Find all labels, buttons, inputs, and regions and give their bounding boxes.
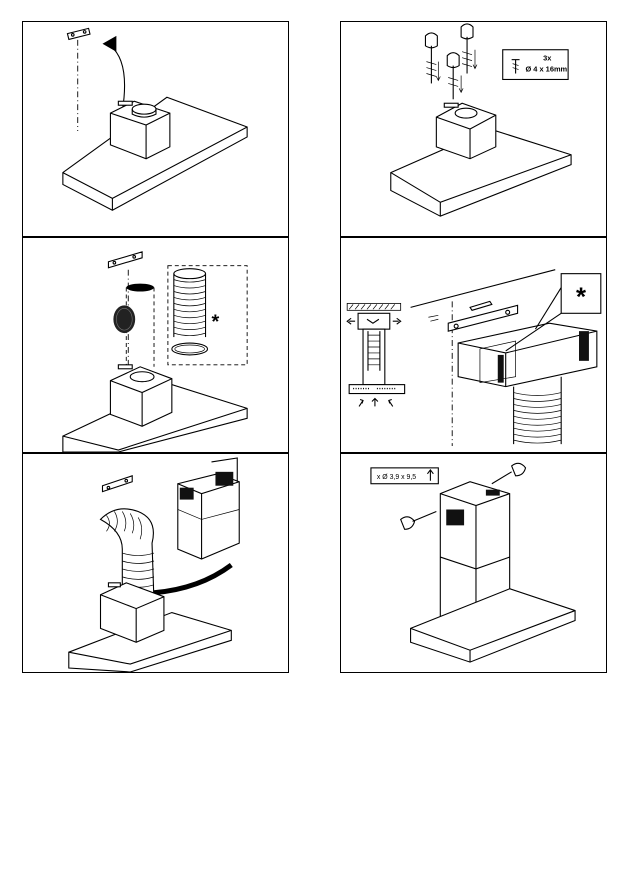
hood-canopy xyxy=(411,589,575,662)
step-6-panel: x Ø 3,9 x 9,5 xyxy=(340,453,607,673)
screwdriver-icon xyxy=(461,24,477,74)
screw-size-label: Ø 4 x 16mm xyxy=(525,65,567,74)
chimney-vent xyxy=(446,509,464,525)
chimney-section xyxy=(178,458,239,559)
motor-box xyxy=(110,365,171,426)
rectangular-duct xyxy=(458,323,597,386)
step-2-illustration: 3x Ø 4 x 16mm xyxy=(341,22,606,236)
airflow-diagram xyxy=(347,303,404,406)
wall-bracket xyxy=(108,252,142,268)
step-4-illustration: * xyxy=(341,238,606,452)
step-4-panel: * xyxy=(340,237,607,453)
chimney-vent xyxy=(486,490,500,496)
motor-box xyxy=(436,103,495,158)
step-2-panel: 3x Ø 4 x 16mm xyxy=(340,21,607,237)
step-3-illustration: * xyxy=(23,238,288,452)
chimney-vent xyxy=(215,472,233,486)
rotate-arrow-icon xyxy=(102,36,124,111)
screwdriver-icon xyxy=(425,33,440,84)
screwdriver-icon xyxy=(401,511,437,529)
optional-marker: * xyxy=(211,311,219,333)
chimney-vent xyxy=(180,488,194,500)
wall-bracket xyxy=(102,476,132,492)
step-1-panel xyxy=(22,21,289,237)
wall-bracket xyxy=(67,28,90,39)
screw-count-label: 3x xyxy=(543,54,552,63)
step-1-illustration xyxy=(23,22,288,236)
step-5-panel xyxy=(22,453,289,673)
step-6-illustration: x Ø 3,9 x 9,5 xyxy=(341,454,606,672)
screwdriver-icon xyxy=(447,53,463,100)
ceiling-line xyxy=(411,270,556,308)
step-3-panel: * xyxy=(22,237,289,453)
step-5-illustration xyxy=(23,454,288,672)
screw-spec-label: x Ø 3,9 x 9,5 xyxy=(377,474,416,481)
optional-marker: * xyxy=(576,283,586,311)
optional-hose-box xyxy=(168,266,247,365)
carbon-filter-icon xyxy=(113,305,135,333)
wall-bracket xyxy=(428,301,517,331)
screwdriver-icon xyxy=(492,463,526,483)
flexible-hose xyxy=(514,377,562,444)
